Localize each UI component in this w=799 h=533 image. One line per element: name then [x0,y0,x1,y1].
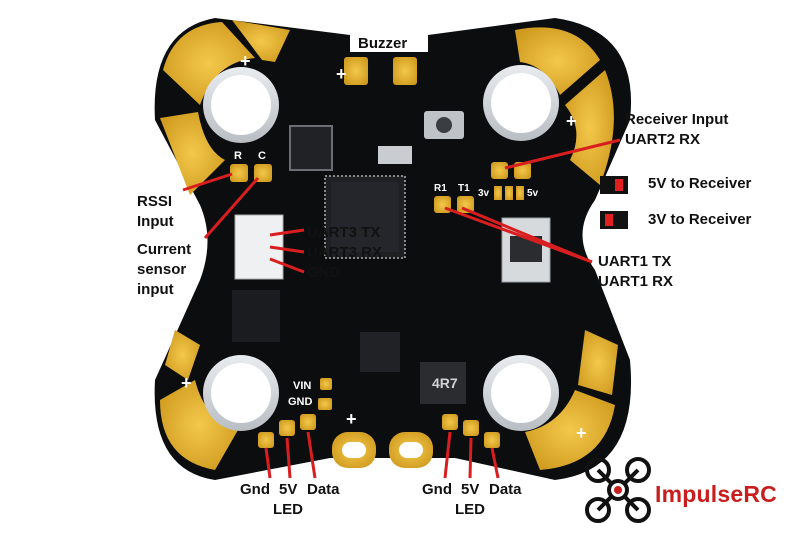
mounting-hole-top-left [203,67,279,143]
label-led-right-data: Data [489,481,522,498]
mcu-chip [324,175,406,259]
led-right-pad-gnd [442,414,458,430]
mounting-hole-bottom-right [483,355,559,431]
label-5v-to-receiver: 5V to Receiver [648,175,752,192]
pad-vin [318,398,332,410]
mounting-hole-top-right [483,65,559,141]
pointer-uart2-rx [504,138,621,170]
inductor [420,362,466,404]
motor-pad-bottom-left [160,330,238,470]
label-led-right-5v: 5V [461,481,480,498]
silk-gnd: GND [288,396,313,408]
silk-plus-top-right: + [566,111,577,131]
jumper-5v-swatch-icon [600,176,628,194]
silk-3v: 3v [478,188,490,199]
label-led-right-gnd: Gnd [422,481,452,498]
silk-c: C [258,150,266,162]
brand-logo-icon [585,457,651,523]
battery-pad-negative-hole [399,442,423,458]
pointer-uart3-rx [269,245,305,254]
led-left-pad-5v [279,420,295,436]
jumper-5v [516,186,524,200]
buzzer-pad-positive [344,57,368,85]
pointer-current [203,177,260,239]
jumper-mid [505,186,513,200]
silk-vin: VIN [293,380,312,392]
label-led-left-data: Data [307,481,340,498]
label-uart3-tx: UART3 TX [307,224,381,241]
silk-r: R [234,150,242,162]
silk-r1: R1 [434,183,447,194]
pad-current [254,164,272,182]
pad-uart2-rx [491,162,508,179]
pointer-led-left-gnd [264,447,272,479]
label-receiver-input: Receiver Input [625,111,729,128]
label-led-left-5v: 5V [279,481,298,498]
flash-chip [232,290,280,342]
label-current: Current [137,241,192,258]
pointer-led-right-5v [468,437,473,479]
label-input: input [137,281,174,298]
pointer-led-right-data [490,447,500,479]
motor-pad-top-left [160,20,290,195]
pointer-led-right-gnd [443,431,452,479]
led-right-pad-data [484,432,500,448]
label-uart2-rx: UART2 RX [625,131,701,148]
label-3v-to-receiver: 3V to Receiver [648,211,752,228]
silk-battery-plus: + [346,409,357,429]
silk-inductor: 4R7 [432,375,458,391]
pad-uart1-tx [457,196,474,213]
pointer-rssi [182,172,233,192]
crystal [378,146,412,164]
label-buzzer-plus: + [336,64,347,84]
label-sensor: sensor [137,261,187,278]
silk-plus-bottom-right: + [576,423,587,443]
led-left-pad-gnd [258,432,274,448]
label-uart1-rx: UART1 RX [598,273,674,290]
pointer-gnd [269,257,305,274]
pointer-uart1-rx [444,206,593,264]
pad-gnd [320,378,332,390]
led-left-pad-data [300,414,316,430]
silk-plus-bottom-left: + [181,373,192,393]
mounting-hole-bottom-left [203,355,279,431]
pointer-uart3-tx [269,228,305,237]
regulator-chip [360,332,400,372]
label-buzzer: Buzzer [358,35,408,52]
pointer-led-left-5v [285,437,292,479]
pointer-lines [182,138,621,479]
label-led-right-title: LED [455,501,485,518]
pad-rssi [230,164,248,182]
silk-t1: T1 [458,183,470,194]
jumper-3v [494,186,502,200]
label-uart3-rx: UART3 RX [307,244,383,261]
brand-name: ImpulseRC [655,481,777,507]
buzzer-pad-negative [393,57,417,85]
motor-pad-top-right [515,27,614,185]
battery-pad-positive-hole [342,442,366,458]
label-led-left-gnd: Gnd [240,481,270,498]
label-uart1-tx: UART1 TX [598,253,672,270]
silk-5v: 5v [527,188,539,199]
led-right-pad-5v [463,420,479,436]
silk-plus-top-left: + [240,51,251,71]
boot-button-cap-icon [436,117,452,133]
motor-pad-bottom-right [525,330,618,470]
pointer-led-left-data [306,431,317,479]
label-rssi: RSSI [137,193,173,210]
jumper-3v-swatch-icon [600,211,628,229]
label-gnd: GND [307,264,341,281]
label-rssi-input: Input [137,213,174,230]
label-led-left-title: LED [273,501,303,518]
gyro-chip [289,125,333,171]
